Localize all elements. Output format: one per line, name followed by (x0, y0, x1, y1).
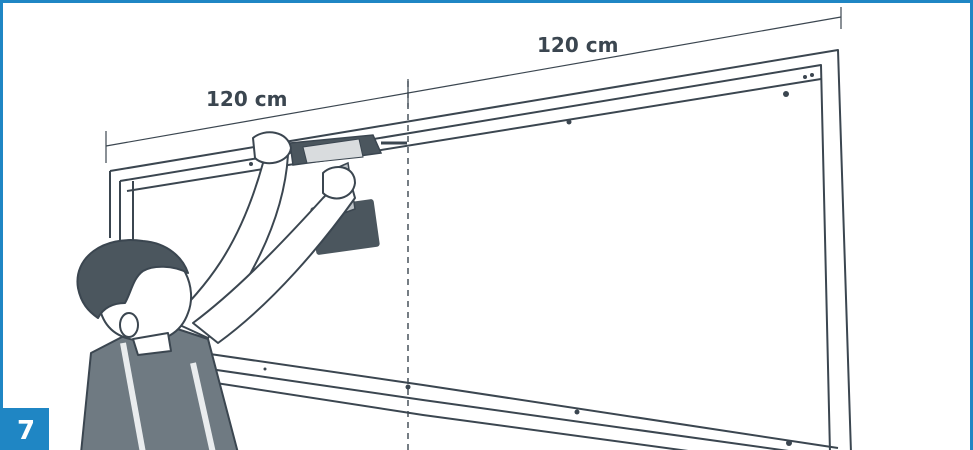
worker-figure (76, 131, 356, 450)
dimension-label-right: 120 cm (537, 33, 619, 57)
dimension-line (105, 7, 842, 163)
dimension-label-left: 120 cm (206, 87, 288, 111)
screw-holes (249, 73, 814, 446)
installation-illustration (76, 7, 852, 450)
step-number-badge: 7 (3, 408, 49, 450)
